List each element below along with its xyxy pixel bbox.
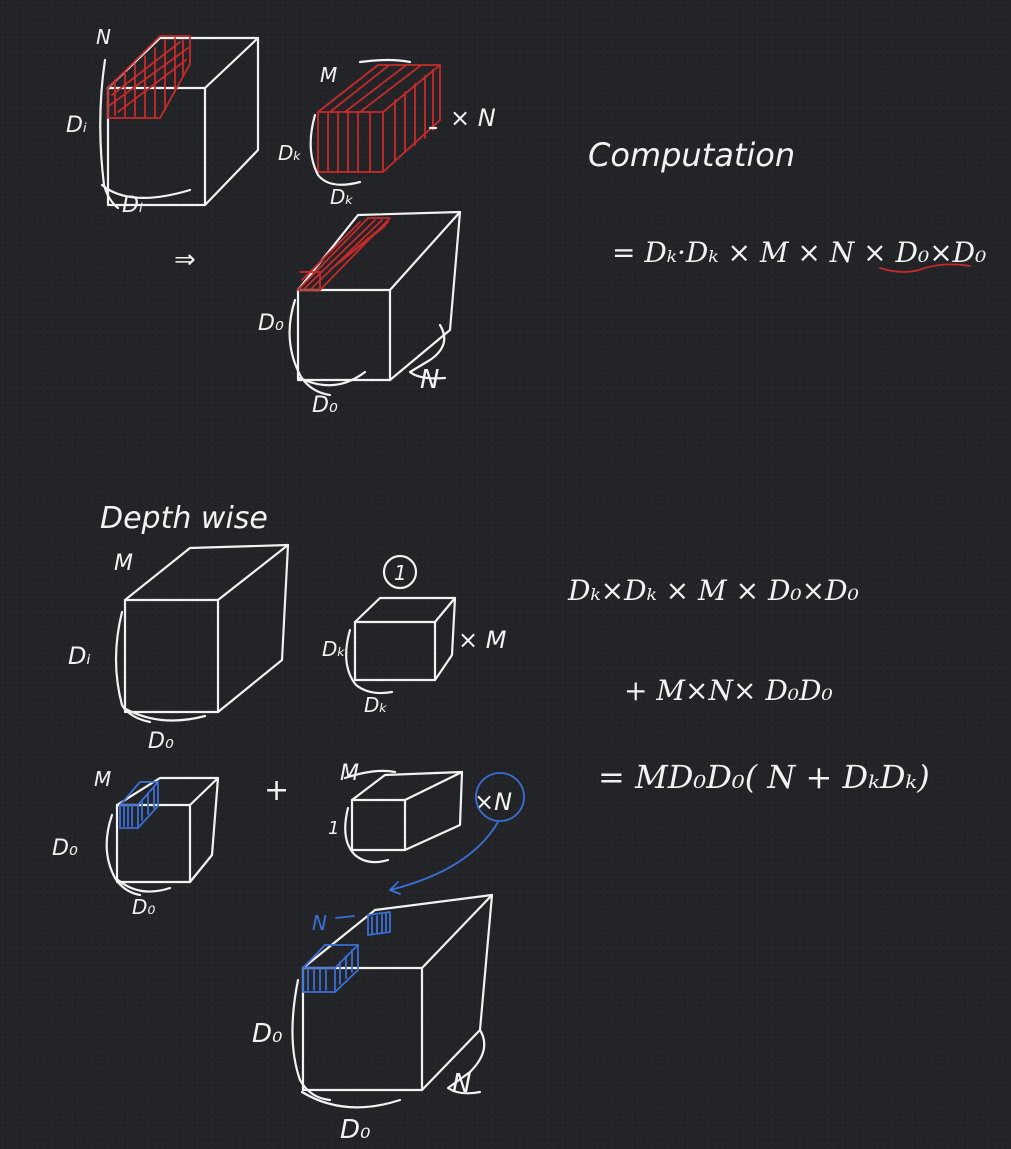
output-do-bottom-label: D₀ xyxy=(312,393,338,418)
pw-kernel-cube xyxy=(343,769,464,864)
output-cube xyxy=(288,210,462,397)
mid-do-side-label: D₀ xyxy=(52,836,78,861)
final-do-bottom-label: D₀ xyxy=(340,1115,371,1145)
output-do-side-label: D₀ xyxy=(258,311,284,336)
depthwise-heading: Depth wise xyxy=(100,501,268,536)
computation-formula: = Dₖ·Dₖ × M × N × D₀×D₀ xyxy=(612,236,986,269)
pw-n-circle xyxy=(475,772,525,822)
dw-input-cube xyxy=(114,543,290,724)
input-slice-highlight xyxy=(107,35,191,119)
kernel-m-label: M xyxy=(320,63,337,87)
dw-kernel-one-label: 1 xyxy=(394,561,407,585)
formula-underline xyxy=(879,263,971,273)
output-slice-highlight xyxy=(297,217,391,291)
pw-to-output-arrow xyxy=(389,821,499,895)
input-di-bottom-label: Dᵢ xyxy=(122,193,143,218)
input-di-side-label: Dᵢ xyxy=(66,113,87,138)
dw-do-bottom-label: D₀ xyxy=(148,729,174,754)
dw-kernel-dk-side-label: Dₖ xyxy=(322,637,346,661)
kernel-dk-bottom-label: Dₖ xyxy=(330,185,354,209)
mid-m-label: M xyxy=(94,767,111,791)
final-slice-highlight xyxy=(302,911,391,993)
final-n-right-label: N xyxy=(452,1069,471,1099)
dw-m-label: M xyxy=(114,551,133,576)
dw-equation-line2: + M×N× D₀D₀ xyxy=(624,674,833,707)
dw-kernel-times-m-label: × M xyxy=(458,626,507,654)
dw-equation-line1: Dₖ×Dₖ × M × D₀×D₀ xyxy=(567,574,859,607)
input-cube xyxy=(99,36,260,210)
final-do-side-label: D₀ xyxy=(252,1019,283,1049)
pw-m-label: M xyxy=(340,761,359,786)
mid-slice-highlight xyxy=(119,781,159,829)
dw-kernel-dk-bottom-label: Dₖ xyxy=(364,693,388,717)
computation-title: Computation xyxy=(588,136,795,174)
dw-kernel-cube xyxy=(345,554,457,695)
pw-one-label: 1 xyxy=(328,818,339,839)
output-n-label: N xyxy=(420,365,439,395)
kernel-times-n-label: × N xyxy=(450,104,496,132)
implies-arrow: ⇒ xyxy=(174,245,196,275)
kernel-dk-side-label: Dₖ xyxy=(278,141,302,165)
kernel-stack xyxy=(309,58,441,186)
final-n-dash xyxy=(335,915,355,919)
plus-sign: + xyxy=(264,773,289,808)
dw-equation-line3: = MD₀D₀( N + DₖDₖ) xyxy=(598,758,930,796)
mid-do-bottom-label: D₀ xyxy=(132,895,155,919)
dw-di-side-label: Dᵢ xyxy=(68,642,91,670)
mid-cube xyxy=(105,776,220,897)
input-n-label: N xyxy=(96,25,111,49)
final-output-cube xyxy=(291,893,494,1109)
final-n-label: N xyxy=(312,911,327,935)
pw-times-n-label: ×N xyxy=(474,788,512,816)
